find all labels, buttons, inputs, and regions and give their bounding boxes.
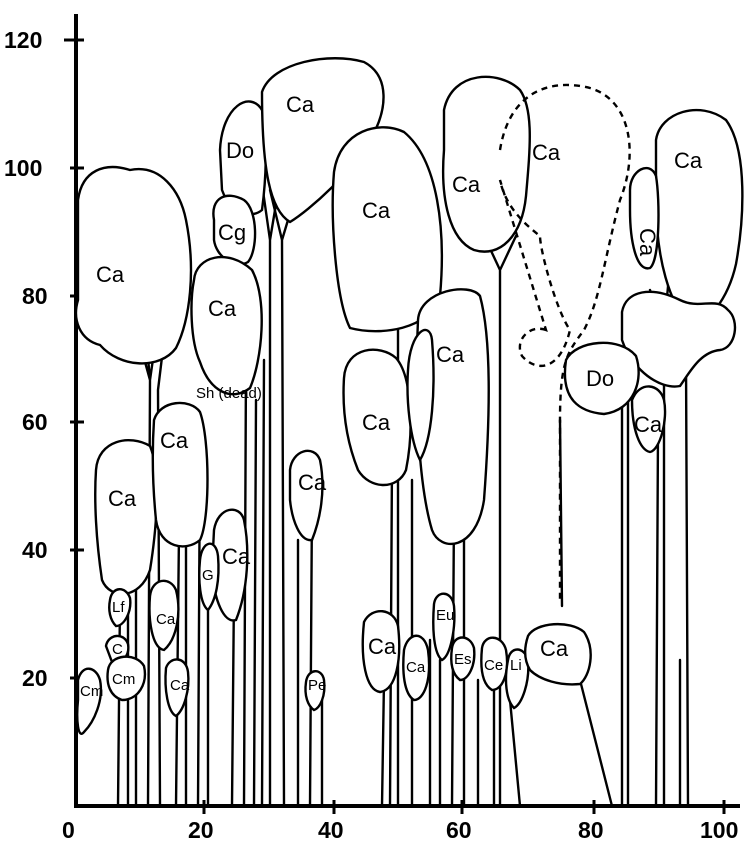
x-tick-label: 40: [318, 817, 344, 841]
label-pe: Pe: [308, 677, 326, 694]
label-ca: Ca: [108, 486, 137, 511]
label-lf: Lf: [112, 599, 125, 616]
label-ca: Ca: [156, 611, 176, 628]
label-ca: Ca: [298, 470, 327, 495]
label-c: C: [112, 641, 123, 658]
label-eu: Eu: [436, 607, 454, 624]
label-cg: Cg: [218, 220, 246, 245]
crown-ca: [333, 127, 442, 331]
crown-ca: [76, 167, 191, 363]
label-ca: Ca: [170, 677, 190, 694]
label-ca: Ca: [362, 198, 391, 223]
x-tick-label: 100: [700, 817, 738, 841]
label-ca: Ca: [222, 544, 251, 569]
crown-ca: [656, 110, 742, 326]
label-ca: Ca: [362, 410, 391, 435]
trunk: [382, 680, 384, 806]
label-cm: Cm: [112, 671, 135, 688]
trunk: [648, 400, 658, 806]
label-ca: Ca: [674, 148, 703, 173]
label-li: Li: [510, 657, 522, 674]
label-ca: Ca: [96, 262, 125, 287]
label-ca: Ca: [540, 636, 569, 661]
crown-ca: [290, 451, 322, 540]
label-ca: Ca: [160, 428, 189, 453]
label-ca: Ca: [452, 172, 481, 197]
crowns: [76, 58, 742, 734]
label-cm: Cm: [80, 683, 103, 700]
trunk: [262, 360, 264, 806]
crown-ca: [153, 403, 208, 546]
x-tick-label: 60: [446, 817, 472, 841]
label-do: Do: [586, 366, 614, 391]
label-ca: Ca: [208, 296, 237, 321]
trunk: [310, 500, 312, 806]
label-es: Es: [454, 651, 472, 668]
label-ca: Ca: [634, 412, 663, 437]
trunk: [510, 700, 520, 806]
label-do: Do: [226, 138, 254, 163]
label-ca: Ca: [368, 634, 397, 659]
label-ca: Ca: [286, 92, 315, 117]
trunk: [254, 400, 256, 806]
y-tick-label: 60: [22, 409, 48, 435]
label-ca: Ca: [532, 140, 561, 165]
x-tick-label: 20: [188, 817, 214, 841]
label-sh-dead: Sh (dead): [196, 385, 262, 402]
y-tick-label: 100: [4, 155, 42, 181]
crown-ca: [443, 77, 530, 252]
label-ca: Ca: [406, 659, 426, 676]
y-tick-label: 80: [22, 283, 48, 309]
crown-cm: [77, 669, 101, 734]
trunk: [560, 420, 562, 606]
x-tick-label: 0: [62, 817, 75, 841]
y-tick-label: 40: [22, 537, 48, 563]
label-ce: Ce: [484, 657, 503, 674]
crown-ca: [95, 440, 157, 594]
label-ca: Ca: [436, 342, 465, 367]
y-tick-label: 120: [4, 27, 42, 53]
trunk: [580, 680, 612, 806]
crown-ca: [192, 257, 262, 394]
x-tick-label: 80: [578, 817, 604, 841]
label-ca: Ca: [635, 228, 660, 257]
trunk: [118, 600, 120, 806]
y-tick-label: 20: [22, 665, 48, 691]
trunk: [232, 590, 234, 806]
label-g: G: [202, 567, 214, 584]
